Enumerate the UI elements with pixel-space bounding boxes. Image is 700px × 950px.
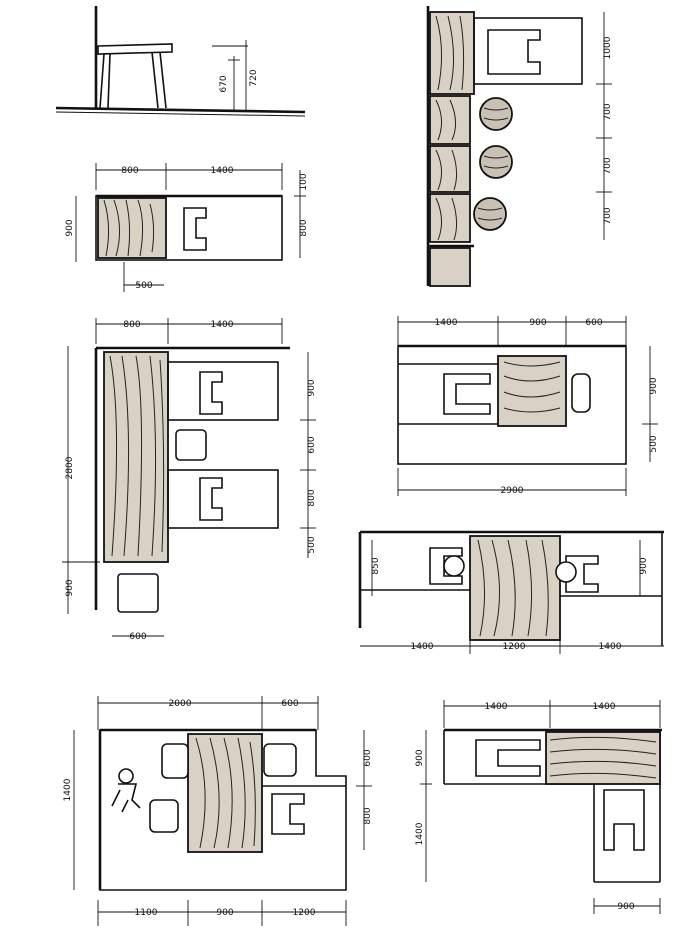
stool-left-lower	[149, 799, 179, 833]
dim-left-top: 1400	[485, 702, 508, 712]
dim-zone-4: 700	[603, 207, 613, 224]
dim-knee-space: 500	[135, 281, 152, 291]
facing-chair	[443, 373, 491, 415]
dim-back-zone: 600	[585, 318, 602, 328]
dim-desk-width: 800	[123, 320, 140, 330]
office-chair	[271, 793, 305, 835]
chair-lower	[199, 477, 223, 521]
person-left	[443, 555, 465, 577]
corner-chair-left	[475, 739, 541, 777]
person-figure	[111, 768, 141, 813]
chair-upper	[199, 371, 223, 415]
dim-lower-right: 800	[363, 807, 373, 824]
dim-front-zone: 900	[65, 579, 75, 596]
dim-right-zone: 1400	[599, 642, 622, 652]
chair-left	[429, 547, 463, 585]
dim-lower-gap: 500	[307, 536, 317, 553]
dim-depth: 900	[65, 219, 75, 236]
upper-chair-zone	[167, 361, 279, 421]
dim-chair-zone: 1400	[211, 166, 234, 176]
dim-aisle: 500	[649, 435, 659, 452]
dim-seat-height: 670	[219, 75, 229, 92]
dim-zone-depth: 800	[299, 219, 309, 236]
dim-left-zone: 1100	[135, 908, 158, 918]
dim-gap: 600	[307, 436, 317, 453]
back-chair	[571, 373, 591, 413]
dim-upper-right: 600	[363, 749, 373, 766]
chair-plan	[183, 207, 207, 251]
chair-elevation	[97, 43, 173, 109]
desk-top	[97, 197, 167, 259]
dim-chair-width: 600	[129, 632, 146, 642]
front-chair	[117, 573, 159, 613]
dim-upper-zone: 900	[307, 379, 317, 396]
shared-desk-plan: 850 900 1400 1200 1400	[358, 530, 664, 654]
dim-height: 1400	[63, 778, 73, 801]
dim-table: 900	[216, 908, 233, 918]
long-desk-top	[103, 351, 169, 563]
corner-desk-top	[545, 731, 661, 785]
dim-zone-1: 1000	[603, 36, 613, 59]
facing-desk-top	[497, 355, 567, 427]
dim-zone-3: 700	[603, 157, 613, 174]
dim-desk: 1200	[503, 642, 526, 652]
dim-desk-width: 800	[121, 166, 138, 176]
dim-chair-zone: 1400	[435, 318, 458, 328]
bar-counter-plan: 1000 700 700 700	[426, 6, 613, 287]
dim-extension: 1400	[415, 822, 425, 845]
dim-top-offset: 100	[299, 173, 309, 190]
single-desk-plan: 800 1400 100 800 900 500	[65, 163, 309, 292]
lower-chair-zone	[167, 469, 279, 529]
dim-length: 2800	[65, 456, 75, 479]
office-table-plan: 2000 600 1400 600 800 1100 900 1200	[63, 696, 373, 926]
dim-depth: 900	[415, 749, 425, 766]
elevation-drawing: 670 720	[55, 6, 306, 117]
corner-chair-bottom	[603, 789, 645, 851]
stool-left-upper	[161, 743, 189, 779]
dim-depth: 900	[649, 377, 659, 394]
dim-right-zone: 1200	[293, 908, 316, 918]
dim-left-depth: 850	[371, 557, 381, 574]
dim-lower-zone: 800	[307, 489, 317, 506]
office-table-top	[187, 733, 263, 853]
facing-desk-plan: 1400 900 600 900 500 2900	[397, 316, 659, 496]
dim-left-zone: 1400	[411, 642, 434, 652]
dim-chair-zone: 1400	[211, 320, 234, 330]
stool-1	[479, 97, 513, 131]
stool-2	[479, 145, 513, 179]
stool-3	[473, 197, 507, 231]
counter-chair	[487, 29, 541, 75]
dim-table-height: 720	[249, 69, 259, 86]
dim-right-depth: 900	[639, 557, 649, 574]
side-chair	[175, 429, 207, 461]
dim-right-top: 1400	[593, 702, 616, 712]
dim-side-zone: 600	[281, 699, 298, 709]
floor-line-lower	[55, 111, 306, 117]
dim-width-total: 2000	[169, 699, 192, 709]
counter-work-zone	[473, 17, 583, 85]
dim-zone-2: 700	[603, 103, 613, 120]
chair-right	[565, 555, 599, 593]
l-desk-plan: 800 1400 2800 900 900 600 800 500 600	[62, 318, 317, 642]
corner-desk-plan: 1400 1400 900 1400 900	[415, 700, 662, 914]
stool-right-upper	[263, 743, 297, 777]
dim-total: 2900	[501, 486, 524, 496]
person-right	[555, 561, 577, 583]
dim-bottom: 900	[617, 902, 634, 912]
floor-line	[55, 106, 306, 114]
dim-desk: 900	[529, 318, 546, 328]
